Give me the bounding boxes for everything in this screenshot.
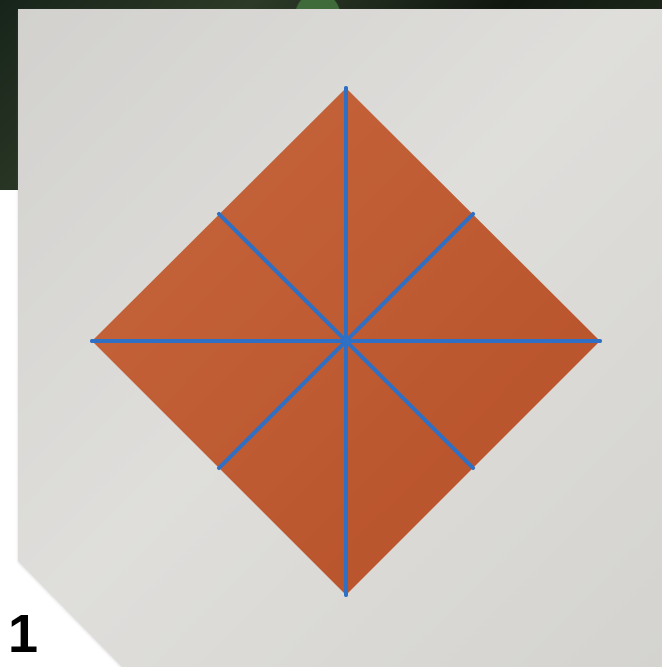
step-number: 1	[8, 608, 52, 660]
center-point	[341, 336, 351, 346]
